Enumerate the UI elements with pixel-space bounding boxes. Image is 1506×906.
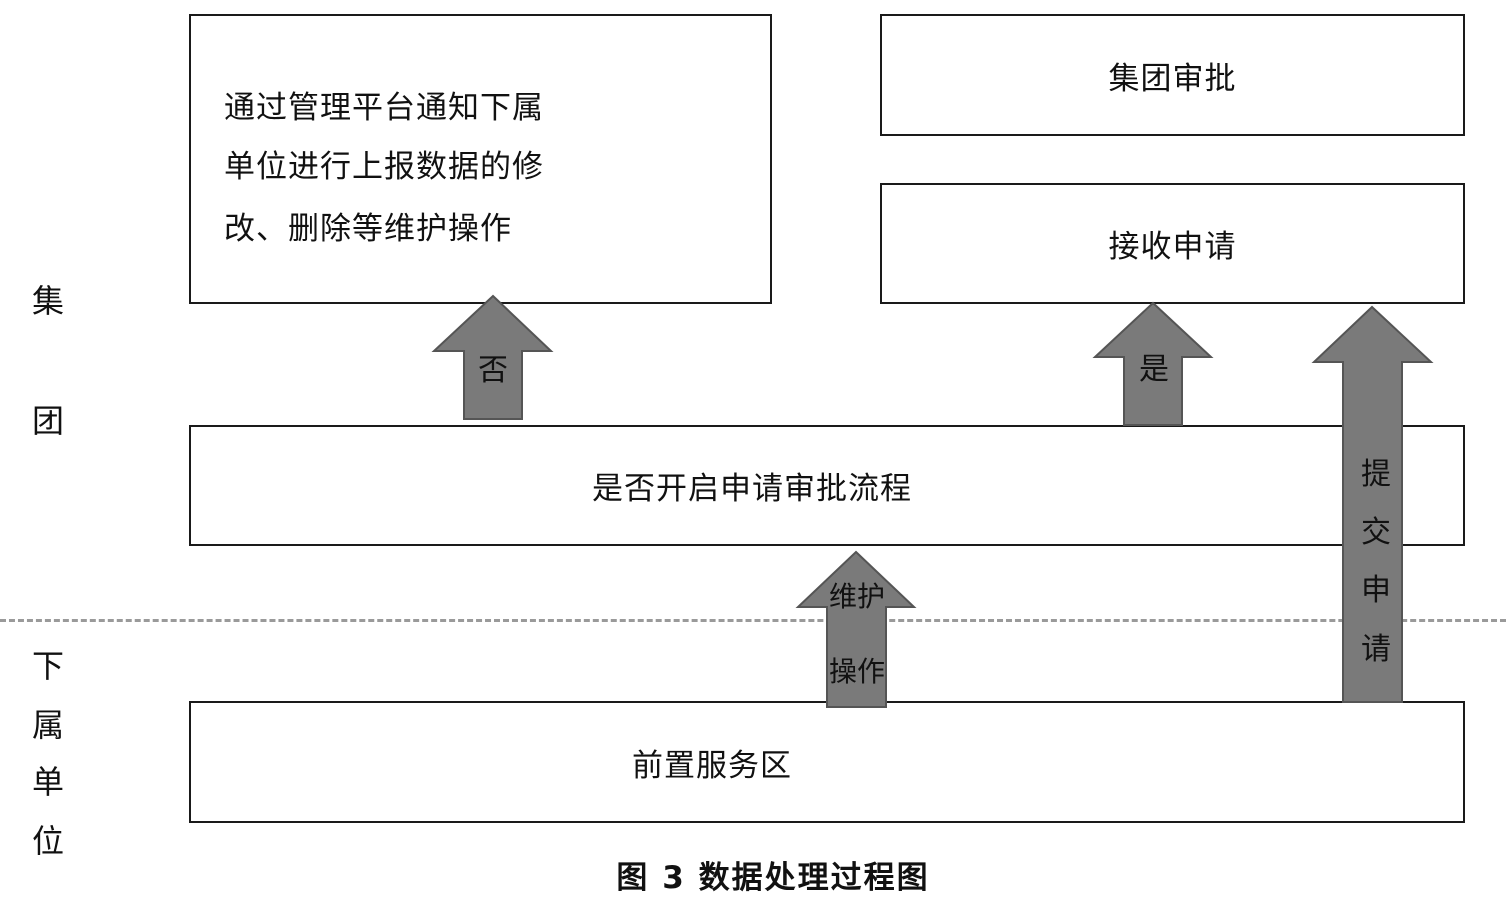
notify-text-line-3: 改、删除等维护操作 [224, 211, 512, 247]
front-service-label: 前置服务区 [632, 747, 792, 784]
notify-text-line-1: 通过管理平台通知下属 [224, 90, 544, 126]
level-divider [0, 619, 1506, 622]
notify-subordinates-box [189, 14, 772, 304]
notify-text-line-2: 单位进行上报数据的修 [224, 149, 544, 185]
figure-caption: 图 3 数据处理过程图 [616, 860, 930, 896]
arrow-maintain [795, 550, 917, 708]
front-service-box: 前置服务区 [189, 701, 1465, 823]
side-label-subordinate-3: 单 [31, 763, 64, 801]
side-label-subordinate-1: 下 [31, 647, 64, 685]
receive-application-box: 接收申请 [880, 183, 1465, 304]
arrow-yes [1092, 301, 1214, 426]
arrow-maintain-label-2: 操作 [828, 655, 885, 688]
arrow-submit-char-1: 提 [1361, 457, 1391, 492]
group-approval-label: 集团审批 [1108, 60, 1237, 97]
arrow-maintain-label-1: 维护 [828, 580, 885, 613]
approval-process-box: 是否开启申请审批流程 [189, 425, 1465, 546]
side-label-subordinate-4: 位 [31, 822, 64, 860]
arrow-no-label: 否 [478, 353, 508, 388]
side-label-group-1: 集 [31, 282, 64, 320]
group-approval-box: 集团审批 [880, 14, 1465, 136]
arrow-submit [1311, 305, 1434, 703]
approval-process-label: 是否开启申请审批流程 [592, 471, 912, 507]
receive-application-label: 接收申请 [1108, 229, 1237, 265]
arrow-submit-char-2: 交 [1361, 515, 1391, 550]
arrow-yes-label: 是 [1139, 352, 1169, 387]
arrow-submit-char-3: 申 [1361, 573, 1391, 608]
arrow-no [431, 294, 554, 420]
arrow-submit-char-4: 请 [1361, 632, 1391, 667]
side-label-subordinate-2: 属 [31, 706, 64, 744]
side-label-group-2: 团 [31, 402, 64, 440]
